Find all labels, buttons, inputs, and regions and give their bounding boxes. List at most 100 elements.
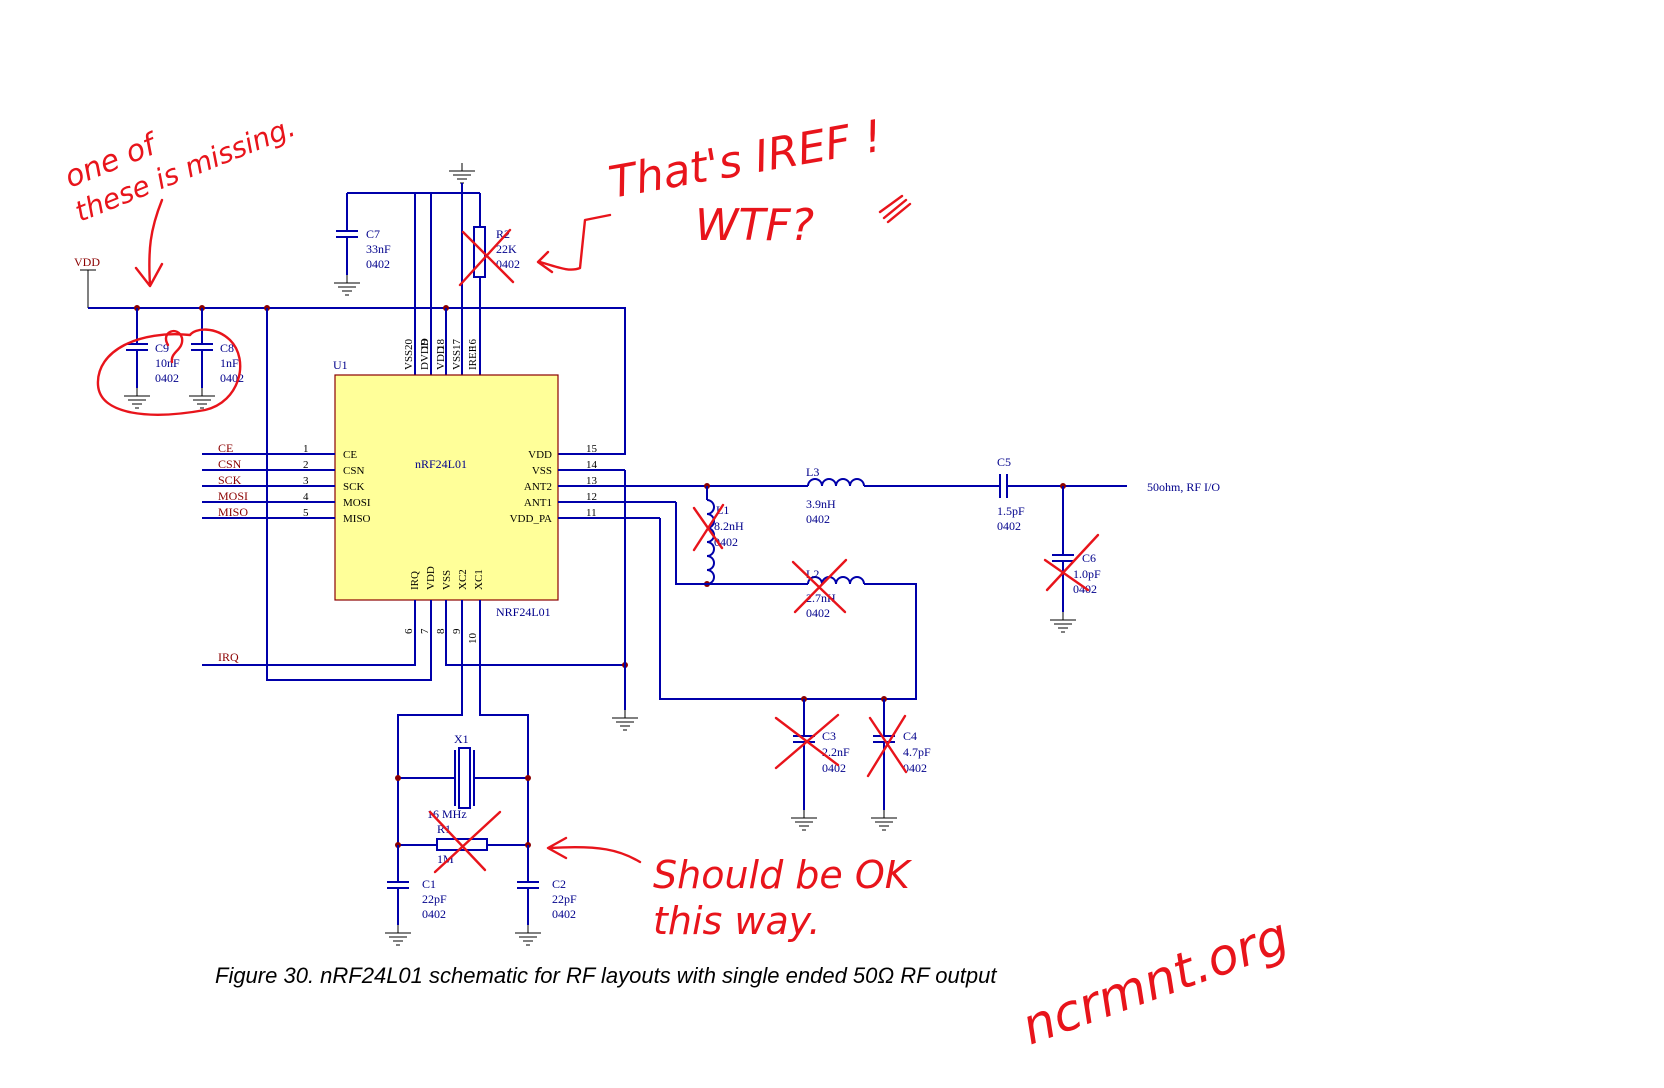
- pin-num-20: 20: [403, 339, 415, 351]
- c5-ref: C5: [997, 455, 1011, 469]
- pin-num-4: 4: [303, 491, 309, 503]
- c7-value: 33nF: [366, 242, 391, 256]
- x1-value: 16 MHz: [427, 807, 467, 821]
- c6-ref: C6: [1082, 551, 1096, 565]
- pin-num-15: 15: [586, 443, 598, 455]
- vss-ground: [611, 470, 639, 731]
- pin-label-mosi: MOSI: [343, 497, 371, 509]
- pin-label-ant1: ANT1: [524, 497, 552, 509]
- resistor-r2: R2 22K 0402: [473, 226, 520, 375]
- capacitor-c8: C8 1nF 0402: [188, 308, 244, 409]
- pin-num-5: 5: [303, 507, 309, 519]
- annotation-site: ncrmnt.org: [1014, 907, 1296, 1057]
- l1-ref: L1: [716, 503, 729, 517]
- r2-package: 0402: [496, 257, 520, 271]
- l2-package: 0402: [806, 606, 830, 620]
- net-ce: CE: [218, 441, 233, 455]
- c3-package: 0402: [822, 761, 846, 775]
- pin-label-sck: SCK: [343, 481, 364, 493]
- c5-value: 1.5pF: [997, 504, 1025, 518]
- capacitor-c1: C1 22pF 0402: [384, 845, 447, 946]
- x1-ref: X1: [454, 732, 469, 746]
- pin-label-iref: IREF: [467, 346, 479, 370]
- c9-value: 10nF: [155, 356, 180, 370]
- r2-ref: R2: [496, 227, 510, 241]
- pin-label-dvdd: DVDD: [419, 338, 431, 370]
- pin-num-9: 9: [451, 628, 463, 634]
- pin-num-7: 7: [419, 628, 431, 634]
- c1-value: 22pF: [422, 892, 447, 906]
- pin-num-11: 11: [586, 507, 597, 519]
- pin-num-17: 17: [451, 339, 463, 351]
- net-sck: SCK: [218, 473, 242, 487]
- l3-ref: L3: [806, 465, 819, 479]
- c4-package: 0402: [903, 761, 927, 775]
- chip-bottom-pins: IRQ VDD VSS XC2 XC1 6 7 8 9 10 IRQ: [202, 308, 628, 845]
- annotation-iref-line2: WTF?: [695, 200, 814, 251]
- pin-num-10: 10: [467, 633, 479, 645]
- c8-ref: C8: [220, 341, 234, 355]
- r1-ref: R1: [437, 822, 451, 836]
- figure-caption: Figure 30. nRF24L01 schematic for RF lay…: [215, 963, 997, 988]
- pin-label-xc2: XC2: [457, 569, 469, 590]
- capacitor-c9: C9 10nF 0402: [123, 308, 180, 409]
- annotation-ok-line1: Should be OK: [653, 853, 913, 897]
- pin-num-8: 8: [435, 628, 447, 634]
- c3-ref: C3: [822, 729, 836, 743]
- net-miso: MISO: [218, 505, 248, 519]
- annotation-ok-line2: this way.: [653, 899, 820, 943]
- c9-ref: C9: [155, 341, 169, 355]
- r2-value: 22K: [496, 242, 517, 256]
- pin-label-irq: IRQ: [409, 571, 421, 590]
- net-irq: IRQ: [218, 650, 239, 664]
- c5-package: 0402: [997, 519, 1021, 533]
- pin-label-vdd: VDD: [528, 449, 552, 461]
- pin-label-csn: CSN: [343, 465, 364, 477]
- c9-package: 0402: [155, 371, 179, 385]
- chip-right-pins: 15 14 13 12 11 VDD VSS ANT2 ANT1 VDD_PA: [510, 443, 676, 525]
- crystal-x1: X1 16 MHz: [395, 732, 531, 821]
- pin-num-16: 16: [467, 339, 479, 351]
- l1-value: 8.2nH: [714, 519, 744, 533]
- pin-num-2: 2: [303, 459, 309, 471]
- chip-ref: U1: [333, 358, 348, 372]
- net-csn: CSN: [218, 457, 242, 471]
- pin-num-1: 1: [303, 443, 309, 455]
- pin-num-12: 12: [586, 491, 597, 503]
- l3-package: 0402: [806, 512, 830, 526]
- pin-label-miso: MISO: [343, 513, 371, 525]
- rf-component-labels: L3 3.9nH 0402 C5 1.5pF 0402 C6 1.0pF 040…: [714, 455, 1101, 775]
- pin-label-vdd-pa: VDD_PA: [510, 513, 552, 525]
- vdd-rail: VDD: [74, 255, 626, 455]
- annotation-iref-line1: That's IREF !: [605, 111, 886, 209]
- rf-io-net-label: 50ohm, RF I/O: [1147, 480, 1220, 494]
- pin-label-top-vdd: VDD: [435, 346, 447, 370]
- pin-num-18: 18: [435, 339, 447, 351]
- pin-label-top-vss: VSS: [403, 350, 415, 370]
- annotation-marks: [96, 194, 1100, 874]
- pin-num-3: 3: [303, 475, 309, 487]
- pin-label-ce: CE: [343, 449, 357, 461]
- c7-ref: C7: [366, 227, 380, 241]
- c2-package: 0402: [552, 907, 576, 921]
- capacitor-c2: C2 22pF 0402: [514, 845, 577, 946]
- l2-ref: L2: [806, 567, 819, 581]
- c3-value: 2.2nF: [822, 745, 850, 759]
- c4-value: 4.7pF: [903, 745, 931, 759]
- c7-package: 0402: [366, 257, 390, 271]
- l3-value: 3.9nH: [806, 497, 836, 511]
- c2-value: 22pF: [552, 892, 577, 906]
- c6-value: 1.0pF: [1073, 567, 1101, 581]
- pin-num-14: 14: [586, 459, 598, 471]
- pin-label-bottom-vdd: VDD: [425, 566, 437, 590]
- rf-matching-network: 50ohm, RF I/O: [659, 474, 1220, 831]
- c1-ref: C1: [422, 877, 436, 891]
- r1-value: 1M: [437, 852, 454, 866]
- pin-label-xc1: XC1: [473, 569, 485, 590]
- capacitor-c7: C7 33nF 0402: [333, 192, 415, 296]
- pin-label-top-vss2: VSS: [451, 350, 463, 370]
- c1-package: 0402: [422, 907, 446, 921]
- c4-ref: C4: [903, 729, 917, 743]
- pin-label-ant2: ANT2: [524, 481, 552, 493]
